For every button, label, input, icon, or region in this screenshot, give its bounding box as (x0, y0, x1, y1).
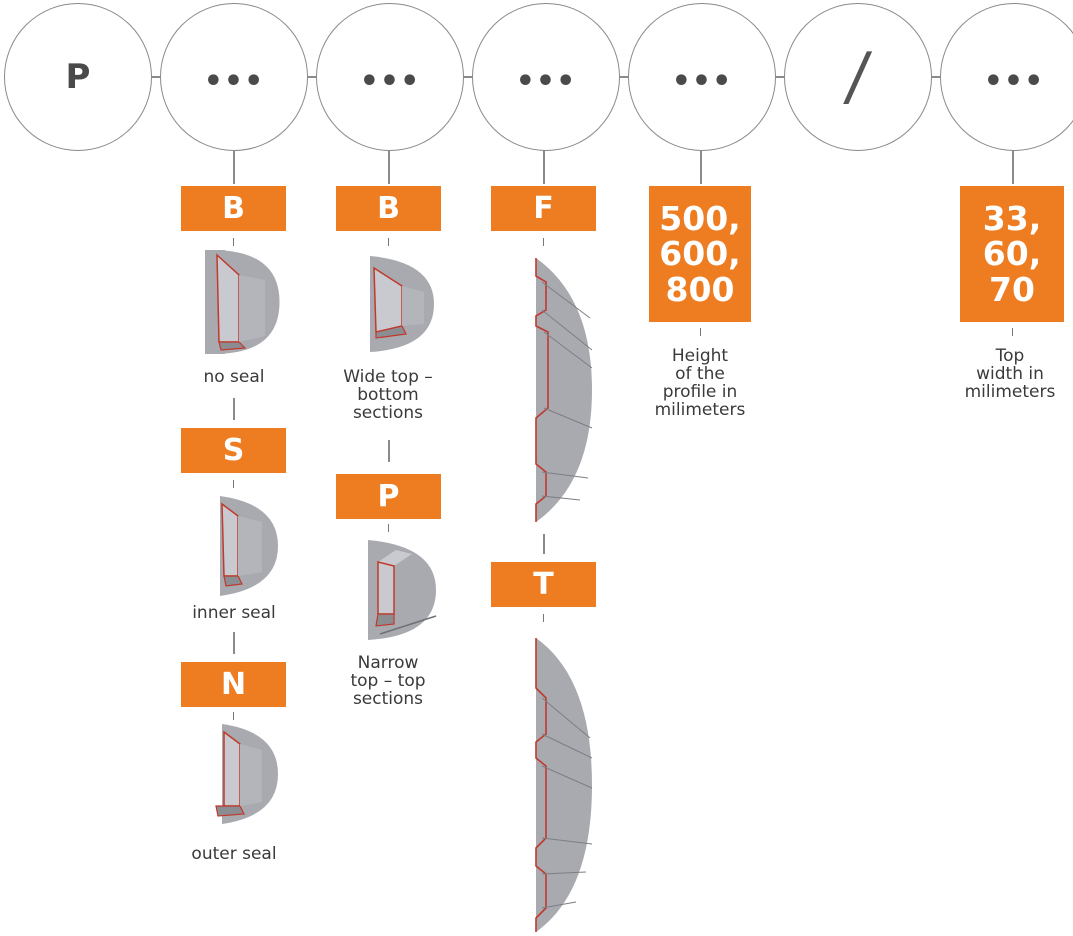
label-line: profile in (662, 381, 738, 402)
flat-profile-image (535, 258, 593, 522)
tick-mark (388, 524, 389, 532)
label-line: bottom (357, 384, 419, 405)
ellipsis-icon: ••• (515, 64, 577, 99)
tick-mark (233, 480, 234, 488)
label-line: sections (352, 688, 424, 709)
width-option-label: Top width in milimeters (948, 346, 1072, 402)
code-letter: F (533, 190, 554, 226)
section-option-label: Narrow top – top sections (318, 653, 458, 709)
code-node-separator: / (784, 3, 932, 151)
outer-seal-profile-image (215, 724, 278, 824)
code-node-height: ••• (628, 3, 776, 151)
connector-line (1012, 150, 1014, 184)
connector-line (700, 150, 702, 184)
slash-separator: / (842, 40, 874, 114)
code-node-profile: ••• (472, 3, 620, 151)
seal-option-label: outer seal (191, 844, 277, 864)
tick-mark (543, 238, 544, 246)
code-letter: S (222, 432, 245, 468)
label-line: width in (976, 363, 1044, 384)
width-value: 70 (989, 269, 1035, 309)
seal-option-label: inner seal (192, 603, 276, 623)
code-node-seal: ••• (160, 3, 308, 151)
code-letter: T (533, 566, 554, 602)
tick-mark (1012, 328, 1013, 336)
label-line: milimeters (654, 399, 746, 420)
code-node-section: ••• (316, 3, 464, 151)
tick-mark (233, 712, 234, 720)
label-line: Top (995, 346, 1025, 366)
label-line: milimeters (964, 381, 1056, 402)
connector-line (388, 440, 390, 462)
code-letter: N (220, 666, 247, 702)
label-line: top – top (350, 670, 426, 691)
code-node-width: ••• (940, 3, 1073, 151)
section-option-label: Wide top – bottom sections (318, 367, 458, 423)
width-value: 33, (982, 198, 1042, 238)
ellipsis-icon: ••• (983, 64, 1045, 99)
code-letter: B (222, 190, 245, 226)
seal-option-code: B (181, 186, 286, 231)
narrow-top-top-profile-image (368, 540, 437, 640)
trapezoid-profile-image (535, 638, 593, 932)
label-line: of the (675, 363, 725, 384)
inner-seal-profile-image (220, 496, 278, 596)
connector-line (233, 398, 235, 420)
label-line: Wide top – (343, 367, 433, 387)
section-option-code: P (336, 474, 441, 519)
section-option-code: B (336, 186, 441, 231)
connector-line (543, 534, 545, 554)
profile-option-code: F (491, 186, 596, 231)
seal-option-code: N (181, 662, 286, 707)
connector-line (233, 150, 235, 184)
tick-mark (388, 238, 389, 246)
label-line: Height (671, 346, 729, 366)
connector-line (233, 632, 235, 654)
code-letter: B (377, 190, 400, 226)
height-option-label: Height of the profile in milimeters (630, 346, 770, 420)
ellipsis-icon: ••• (671, 64, 733, 99)
ellipsis-icon: ••• (359, 64, 421, 99)
seal-option-label: no seal (203, 367, 265, 387)
tick-mark (543, 614, 544, 622)
height-value: 600, (659, 234, 741, 274)
code-node-prefix: P (4, 3, 152, 151)
tick-mark (233, 238, 234, 246)
ellipsis-icon: ••• (203, 64, 265, 99)
height-value: 500, (659, 198, 741, 238)
wide-top-bottom-profile-image (370, 256, 434, 352)
profile-option-code: T (491, 562, 596, 607)
label-line: Narrow (357, 653, 419, 673)
seal-option-code: S (181, 428, 286, 473)
width-value: 60, (982, 234, 1042, 274)
tick-mark (700, 328, 701, 336)
label-line: sections (352, 402, 424, 423)
width-option-values: 33, 60, 70 (960, 186, 1064, 322)
connector-line (543, 150, 545, 184)
code-letter: P (377, 478, 400, 514)
height-value: 800 (665, 269, 735, 309)
no-seal-profile-image (205, 250, 281, 355)
connector-line (388, 150, 390, 184)
height-option-values: 500, 600, 800 (649, 186, 751, 322)
node-symbol: P (65, 57, 91, 97)
